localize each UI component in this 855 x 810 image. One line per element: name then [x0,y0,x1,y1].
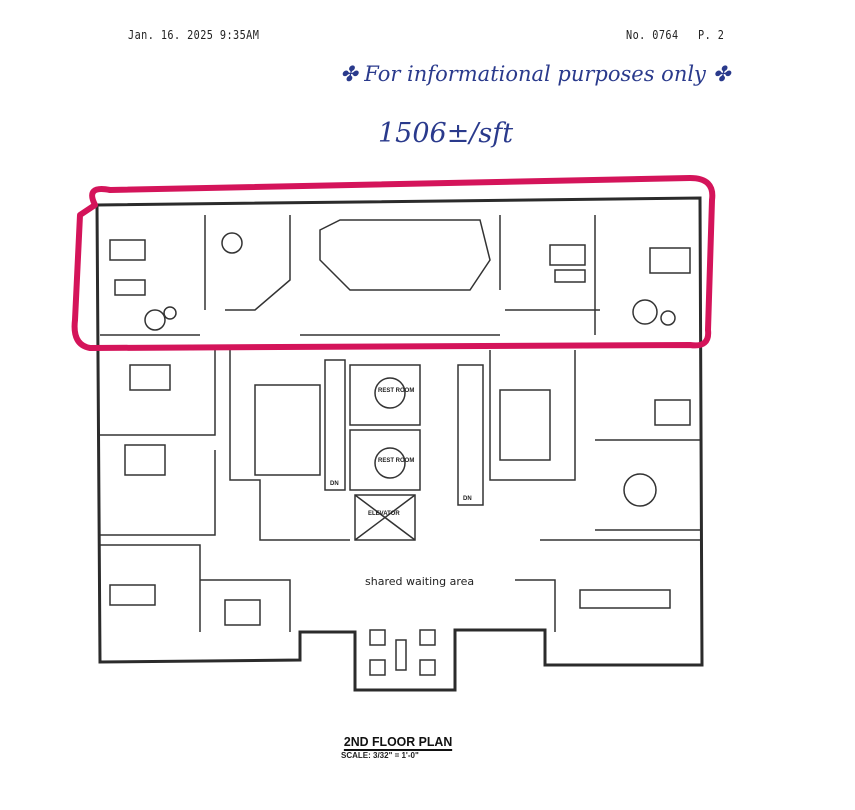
outer-walls [95,196,704,692]
handwritten-note: ✤ For informational purposes only ✤ [340,62,731,86]
left-offices [100,345,350,632]
waiting-area-label: shared waiting area [365,575,474,588]
rest-room-label: REST ROOM [378,388,414,394]
fax-date-time: Jan. 16. 2025 9:35AM [128,28,260,42]
elevator-label: ELEVATOR [368,511,400,517]
stair-right [457,364,484,506]
plan-scale: SCALE: 3/32" = 1'-0" [341,751,419,760]
fax-number: No. 0764 [626,28,679,42]
core: REST ROOM REST ROOM ELEVATOR DN DN [324,359,484,541]
stair-label: DN [463,496,472,502]
elevator [354,494,416,541]
rest-room-label: REST ROOM [378,458,414,464]
plan-title: 2ND FLOOR PLAN [343,734,453,751]
stair-left [324,359,346,491]
right-offices [489,350,700,632]
highlight-outline [71,175,716,351]
top-offices [100,215,691,336]
waiting-area: shared waiting area [365,575,474,676]
stair-label: DN [330,481,339,487]
handwritten-area: 1506±/sft [378,118,514,149]
fax-page: P. 2 [698,28,725,42]
